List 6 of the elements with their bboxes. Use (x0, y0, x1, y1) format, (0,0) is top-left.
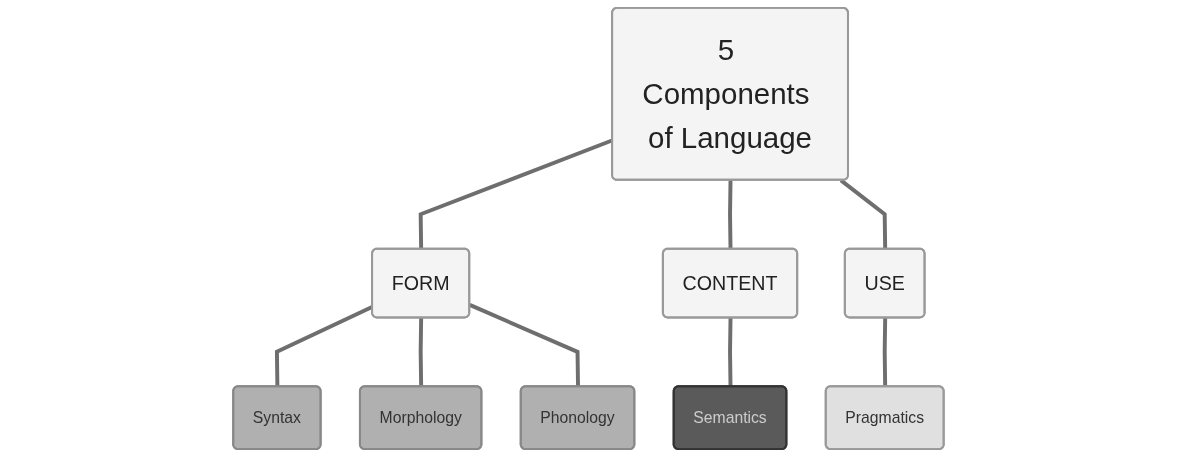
connector (418, 317, 424, 387)
connector (839, 178, 888, 250)
connector (728, 317, 733, 387)
connector (882, 317, 888, 387)
connector (728, 180, 733, 250)
connector (469, 303, 581, 387)
